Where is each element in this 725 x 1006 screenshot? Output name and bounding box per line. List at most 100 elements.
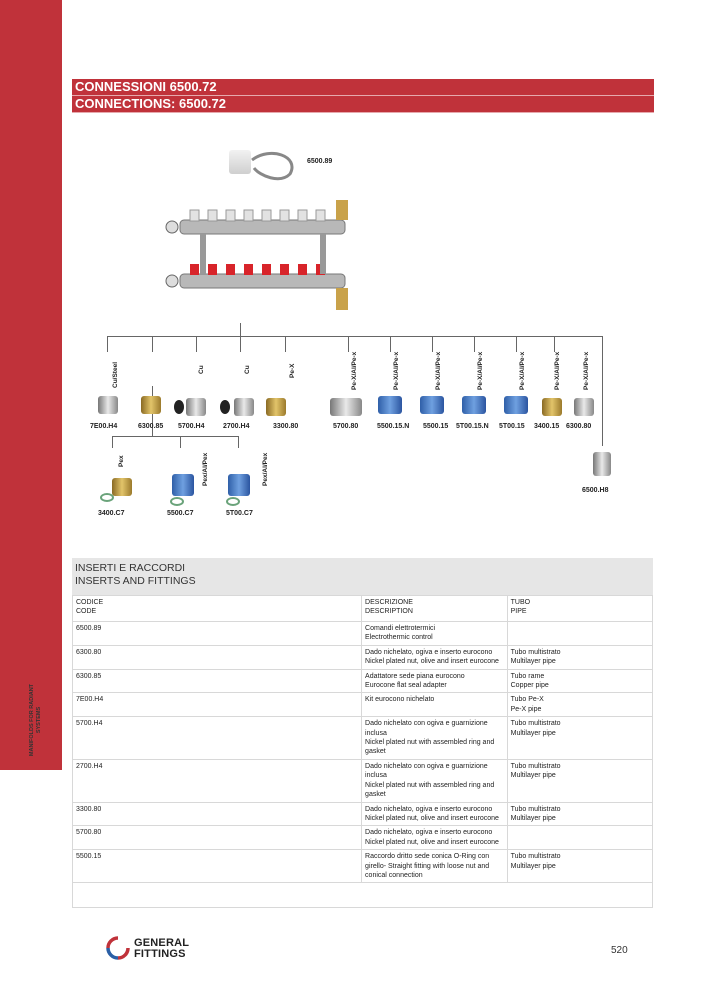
- pipe-label-9: Pe-X/Al/Pe-x: [519, 351, 526, 390]
- cell-description: Dado nichelato, ogiva e inserto eurocono…: [361, 644, 508, 670]
- code-5700-80: 5700.80: [333, 423, 359, 430]
- pipe-label-2: Cu: [198, 365, 205, 374]
- pipe-label-8: Pe-X/Al/Pe-x: [477, 351, 484, 390]
- fitting-6500-h8-image: [593, 452, 611, 476]
- cell-description-line: Eurocone flat seal adapter: [365, 682, 447, 690]
- code-7e00-h4: 7E00.H4: [90, 423, 118, 430]
- cell-description-line: Nickel plated nut with assembled ring an…: [365, 739, 495, 747]
- cell-pipe-line: Tubo multistrato: [510, 720, 561, 728]
- cell-pipe-line: Tubo multistrato: [510, 805, 561, 813]
- cell-pipe-line: Multilayer pipe: [510, 772, 556, 780]
- logo-mark-icon: [106, 936, 130, 960]
- page-header: CONNESSIONI 6500.72 CONNECTIONS: 6500.72: [72, 79, 654, 113]
- fitting-2700-h4-image: [220, 400, 230, 414]
- code-2700-h4: 2700.H4: [223, 423, 250, 430]
- cell-code: 6300.85: [71, 668, 363, 694]
- cell-code: 3300.80: [71, 801, 363, 827]
- cell-code: 5500.15: [71, 849, 363, 884]
- fitting-3400-15-image: [542, 398, 562, 416]
- tree-sub-bar: [112, 436, 238, 437]
- table-title: INSERTI E RACCORDI INSERTS AND FITTINGS: [72, 558, 653, 595]
- tree-branch-5: [285, 336, 286, 352]
- sub-label-1: Pex: [118, 455, 125, 467]
- cell-description-line: Kit eurocono nichelato: [365, 696, 435, 704]
- fitting-5t00-15-image: [504, 396, 528, 414]
- cell-code: 5700.80: [71, 825, 363, 851]
- actuator-cable: [251, 151, 294, 181]
- tree-branch-6: [348, 336, 349, 352]
- code-5500-15n: 5500.15.N: [377, 423, 410, 430]
- oring-2-image: [170, 497, 184, 506]
- pipe-label-6: Pe-X/Al/Pe-x: [393, 351, 400, 390]
- tree-branch-7: [390, 336, 391, 352]
- pipe-label-5: Pe-X/Al/Pe-x: [351, 351, 358, 390]
- code-6500-89: 6500.89: [307, 158, 333, 165]
- tree-branch-1: [107, 336, 108, 352]
- tree-branch-9: [474, 336, 475, 352]
- fitting-7e00-h4-image: [98, 396, 118, 414]
- table-title-en: INSERTS AND FITTINGS: [75, 575, 196, 587]
- pipe-label-4: Pe-X: [289, 363, 296, 378]
- code-3400-15: 3400.15: [534, 423, 560, 430]
- oring-3-image: [226, 497, 240, 506]
- sub-fitting-5t00-c7-image: [228, 474, 250, 496]
- cell-code: 2700.H4: [71, 758, 363, 803]
- pipe-label-11: Pe-X/Al/Pe-x: [583, 351, 590, 390]
- fitting-6300-80-image: [574, 398, 594, 416]
- fitting-5700-h4-body-image: [186, 398, 206, 416]
- tree-sub-branch-3: [238, 436, 239, 448]
- fitting-5500-15n-image: [378, 396, 402, 414]
- logo-line2: FITTINGS: [134, 948, 186, 960]
- cell-description-line: Adattatore sede piana eurocono: [365, 672, 465, 680]
- code-5t00-c7: 5T00.C7: [226, 510, 253, 517]
- tree-branch-11: [554, 336, 555, 352]
- tree-branch-10: [516, 336, 517, 352]
- tree-branch-12: [602, 336, 603, 446]
- cell-description-line: Nickel plated nut, olive and insert euro…: [365, 838, 499, 846]
- tree-bar: [107, 336, 602, 337]
- page-number: 520: [611, 945, 628, 956]
- header-title-en: CONNECTIONS: 6500.72: [72, 96, 654, 113]
- actuator-image: [229, 150, 251, 174]
- cell-code: 7E00.H4: [71, 692, 363, 718]
- pipe-label-1: Cu/Steel: [112, 361, 119, 388]
- code-5t00-15: 5T00.15: [499, 423, 525, 430]
- code-5t00-15n: 5T00.15.N: [456, 423, 489, 430]
- table-title-it: INSERTI E RACCORDI: [75, 562, 186, 574]
- cell-pipe: [506, 825, 654, 851]
- pipe-label-3: Cu: [244, 365, 251, 374]
- code-6500-h8: 6500.H8: [582, 487, 609, 494]
- cell-description-line: Dado nichelato con ogiva e guarnizione: [365, 762, 488, 770]
- cell-description-line: gasket: [365, 791, 386, 799]
- fitting-6300-85-image: [141, 396, 161, 414]
- cell-description-line: Raccordo dritto sede conica O-Ring con: [365, 853, 490, 861]
- tree-branch-3: [196, 336, 197, 352]
- tree-sub-branch-1: [112, 436, 113, 448]
- cell-pipe: [506, 621, 654, 646]
- tree-sub-branch-2: [180, 436, 181, 448]
- cell-code: 5700.H4: [71, 716, 363, 760]
- cell-code: 6500.89: [71, 621, 363, 646]
- cell-pipe-line: Copper pipe: [510, 682, 549, 690]
- tree-stem: [240, 323, 241, 336]
- cell-pipe-line: Multilayer pipe: [510, 729, 556, 737]
- sidebar-label: MANIFOLDS FOR RADIANT SYSTEMS: [29, 675, 43, 765]
- cell-pipe-line: Tubo Pe-X: [510, 696, 544, 704]
